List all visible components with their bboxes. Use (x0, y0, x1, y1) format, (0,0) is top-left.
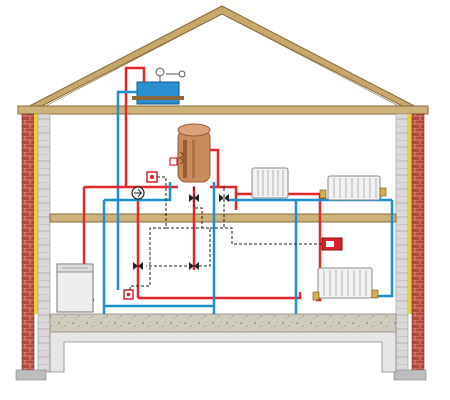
first-floor (49, 213, 397, 223)
radiator-icon-ground (317, 267, 373, 299)
pump-icon (131, 186, 145, 200)
radiator-icon-upper-left (251, 167, 289, 199)
control-wiring (129, 176, 322, 292)
roof (17, 5, 427, 113)
valve-icon-lower (189, 262, 199, 270)
programmer-icon (146, 171, 158, 183)
left-wall (21, 113, 51, 373)
bypass-valve-icon (133, 262, 143, 270)
trv-icon (312, 187, 387, 301)
boiler-control-icon (123, 289, 134, 300)
right-wall (395, 113, 425, 373)
cold-feed-pipe (116, 90, 137, 290)
vent-pipe (124, 66, 146, 185)
cylinder-thermostat-icon (169, 157, 178, 166)
ceiling-joist (17, 105, 429, 115)
thermostat-icon (321, 237, 343, 251)
hot-water-cylinder-icon (177, 123, 211, 183)
motorised-valve-icon (189, 186, 199, 202)
motorised-valve-icon-2 (219, 186, 229, 202)
boiler-icon (56, 263, 94, 313)
cold-water-tank-icon (132, 67, 186, 105)
foundations (15, 369, 427, 381)
radiator-icon-upper-right (327, 175, 381, 201)
ground-floor-slab (49, 313, 397, 373)
